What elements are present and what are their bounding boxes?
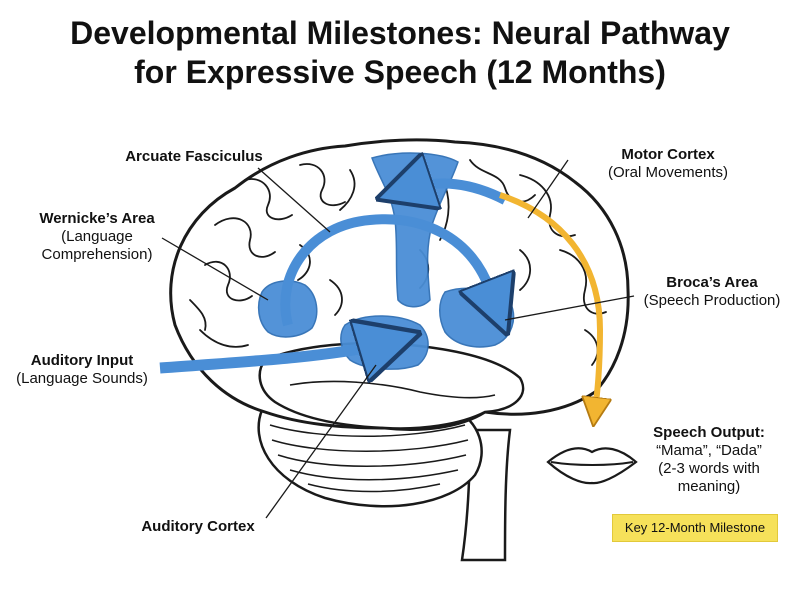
motor-cortex-label: Motor Cortex (Oral Movements) (588, 146, 748, 182)
wernicke-name: Wernicke’s Area (39, 210, 155, 227)
auditory-input-label: Auditory Input (Language Sounds) (8, 352, 156, 388)
speech-output-name: Speech Output: (653, 424, 765, 441)
auditory-cortex-label: Auditory Cortex (128, 518, 268, 536)
auditory-input-arrow (159, 342, 390, 368)
motor-cortex-sub: (Oral Movements) (607, 164, 729, 181)
wernicke-sub-1: (Language (61, 228, 133, 245)
broca-label: Broca’s Area (Speech Production) (636, 274, 788, 310)
broca-region (439, 287, 515, 348)
arcuate-fasciculus-arrow (280, 214, 497, 325)
wernicke-label: Wernicke’s Area (Language Comprehension) (22, 210, 172, 264)
arcuate-name: Arcuate Fasciculus (125, 148, 263, 165)
leader-lines (161, 159, 635, 519)
broca-sub: (Speech Production) (643, 292, 781, 309)
wernicke-sub-2: Comprehension) (41, 246, 153, 263)
speech-output-line-1: “Mama”, “Dada” (656, 442, 762, 459)
cerebellum (257, 408, 483, 508)
arcuate-label: Arcuate Fasciculus (108, 148, 280, 166)
speech-output-arrow (499, 192, 600, 412)
brain-folds (189, 159, 607, 366)
lips-icon (546, 447, 638, 485)
title-line-2: for Expressive Speech (12 Months) (134, 54, 666, 90)
title-line-1: Developmental Milestones: Neural Pathway (70, 15, 730, 51)
motor-arrow (404, 184, 508, 200)
key-milestone-badge: Key 12-Month Milestone (612, 514, 778, 542)
speech-output-line-3: meaning) (677, 478, 741, 495)
speech-output-label: Speech Output: “Mama”, “Dada” (2-3 words… (634, 424, 784, 496)
diagram-title: Developmental Milestones: Neural Pathway… (0, 14, 800, 92)
auditory-input-sub: (Language Sounds) (16, 370, 148, 387)
auditory-input-name: Auditory Input (30, 352, 134, 369)
speech-output-line-2: (2-3 words with (658, 460, 760, 477)
auditory-cortex-name: Auditory Cortex (141, 518, 255, 535)
motor-cortex-name: Motor Cortex (621, 146, 715, 163)
broca-name: Broca’s Area (666, 274, 758, 291)
